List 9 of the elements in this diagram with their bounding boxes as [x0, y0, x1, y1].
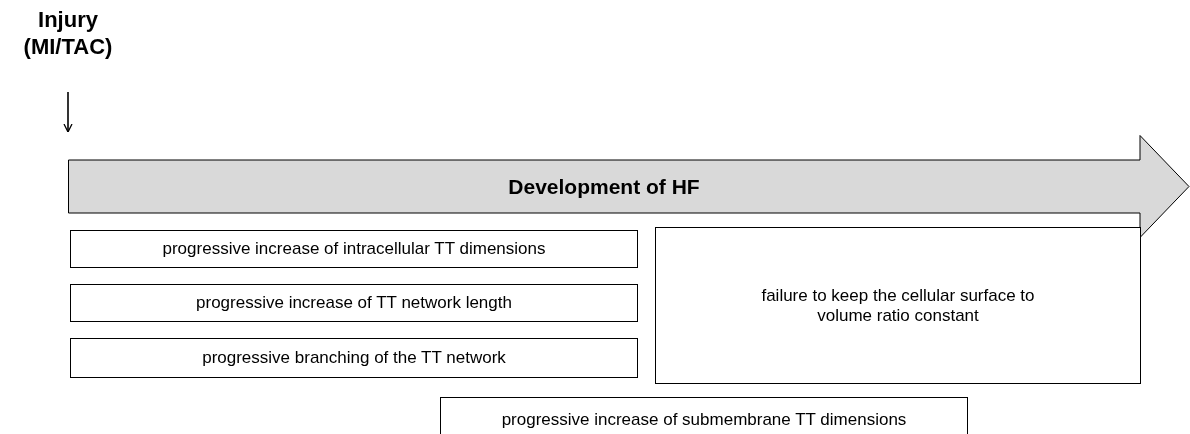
timeline-arrow: [68, 135, 1190, 238]
finding-box: progressive increase of submembrane TT dimensions: [440, 397, 968, 434]
timeline-label: Development of HF: [508, 174, 700, 199]
finding-box: failure to keep the cellular surface to volume ratio constant: [655, 227, 1141, 384]
finding-box: progressive branching of the TT network: [70, 338, 638, 378]
arrow: [63, 91, 73, 133]
event-label: Injury (MI/TAC): [4, 4, 132, 62]
finding-box: progressive increase of TT network length: [70, 284, 638, 322]
finding-box: progressive increase of intracellular TT dimensions: [70, 230, 638, 268]
